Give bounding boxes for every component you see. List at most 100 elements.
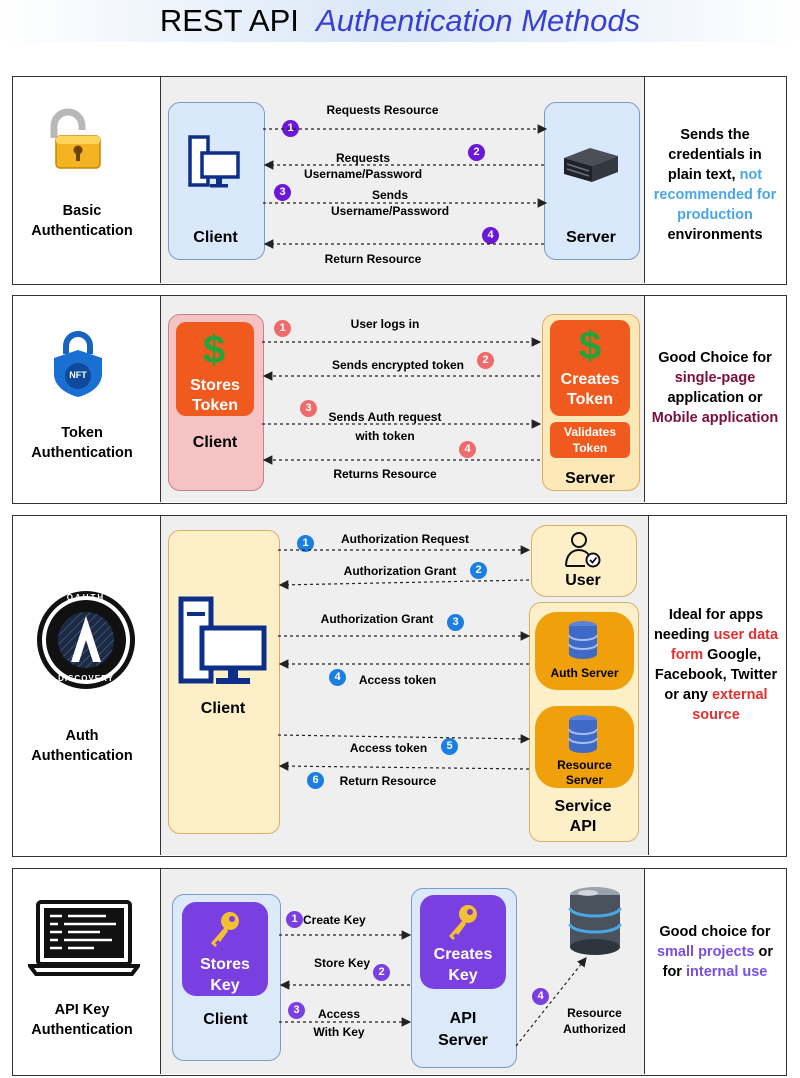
server-rack-icon [560, 144, 622, 184]
basic-server-label: Server [566, 229, 616, 246]
token-desc-highlight-1: single-page [674, 370, 756, 386]
token-desc-highlight-2: Mobile application [651, 410, 779, 426]
oauth-step-2-label: Authorization Grant [343, 564, 457, 578]
oauth-resource-server-label: Resource Server [557, 758, 612, 787]
apikey-step-1-badge: 1 [286, 911, 303, 928]
apikey-auth-label: API Key Authentication [31, 1002, 133, 1038]
token-step-1-label: User logs in [350, 317, 420, 331]
basic-step-4-badge: 4 [482, 227, 499, 244]
resource-database-icon [566, 886, 624, 958]
apikey-step-1-label: Create Key [303, 913, 366, 927]
apikey-step-2-label: Store Key [313, 956, 371, 970]
apikey-desc-text-a: Good choice for [659, 924, 771, 940]
basic-step-2-badge: 2 [468, 144, 485, 161]
dollar-icon-server: $ [578, 324, 602, 368]
basic-desc-highlight: not recommended for production [653, 167, 777, 223]
apikey-desc-highlight-2: internal use [685, 964, 768, 980]
title-part-2: Authentication Methods [316, 3, 641, 38]
padlock-icon [40, 106, 106, 172]
token-stores-token-label: Stores Token [190, 377, 240, 414]
oauth-step-6-badge: 6 [307, 772, 324, 789]
token-stores-token-box [176, 322, 254, 416]
apikey-resource-label: Resource Authorized [563, 1006, 626, 1036]
oauth-step-5-badge: 5 [441, 738, 458, 755]
oauth-auth-server-label: Auth Server [550, 666, 619, 680]
oauth-step-1-label: Authorization Request [341, 532, 469, 546]
oauth-arrow-6 [278, 761, 530, 771]
token-client-label: Client [192, 434, 238, 451]
token-step-4-label: Returns Resource [333, 467, 437, 481]
oauth-desc-text-a: Ideal for apps needing [653, 607, 764, 643]
token-desc-text-c: application or [667, 390, 763, 406]
token-step-2-badge: 2 [477, 352, 494, 369]
apikey-step-4-badge: 4 [532, 988, 549, 1005]
basic-step-1-label: Requests Resource [326, 103, 439, 117]
basic-auth-label: Basic Authentication [31, 203, 133, 239]
token-auth-label: Token Authentication [31, 425, 133, 461]
oauth-step-6-label: Return Resource [339, 774, 437, 788]
token-server-label: Server [565, 470, 615, 487]
basic-client-label: Client [193, 229, 238, 246]
key-icon-server [444, 903, 480, 943]
apikey-step-3-badge: 3 [288, 1002, 305, 1019]
token-auth-description: Good Choice for single-page application … [650, 348, 780, 428]
apikey-creates-key-label: Creates Key [433, 946, 493, 984]
oauth-step-2-badge: 2 [470, 562, 487, 579]
token-creates-token-label: Creates Token [560, 371, 620, 408]
basic-desc-text-a: Sends the credentials in plain text, [667, 127, 762, 183]
oauth-user-box [531, 525, 637, 597]
oauth-step-1-badge: 1 [297, 535, 314, 552]
apikey-step-2-badge: 2 [373, 964, 390, 981]
database-icon [565, 620, 601, 660]
oauth-step-4-label: Access token [358, 673, 437, 687]
oauth-desktop-computer-icon [178, 596, 268, 688]
token-step-3-badge: 3 [300, 400, 317, 417]
token-step-2-label: Sends encrypted token [331, 358, 465, 372]
oauth-auth-label: Auth Authentication [31, 728, 133, 764]
oauth-desc-text-c: Google, Facebook, Twitter or any [654, 647, 778, 703]
oauth-step-3-label: Authorization Grant [320, 612, 434, 626]
apikey-desc-highlight-1: small projects [656, 944, 755, 960]
oauth-desc-highlight-2: external source [692, 687, 768, 723]
oauth-badge-top-text: OAUTH [66, 593, 106, 602]
oauth-discovery-badge [36, 590, 136, 690]
key-icon [206, 910, 242, 950]
oauth-arrow-2 [278, 579, 530, 590]
apikey-client-label: Client [203, 1011, 248, 1028]
desktop-computer-icon [188, 135, 240, 191]
title-bar [0, 0, 800, 42]
apikey-arrow-4 [515, 957, 587, 1047]
oauth-step-3-badge: 3 [447, 614, 464, 631]
oauth-step-5-label: Access token [349, 741, 428, 755]
oauth-service-api-label: Service API [554, 798, 612, 835]
nft-label: NFT [69, 370, 87, 380]
basic-step-4-label: Return Resource [324, 252, 422, 266]
apikey-server-label: API Server [438, 1010, 488, 1049]
token-validates-token-box [550, 422, 630, 458]
oauth-description: Ideal for apps needing user data form Go… [652, 605, 780, 725]
apikey-description: Good choice for small projects or for in… [650, 922, 780, 982]
oauth-client-label: Client [200, 700, 246, 717]
token-step-4-badge: 4 [459, 441, 476, 458]
apikey-desc-text-c: or for [662, 944, 774, 980]
oauth-step-4-badge: 4 [329, 669, 346, 686]
title-part-1: REST API [159, 3, 299, 38]
basic-step-3-badge: 3 [274, 184, 291, 201]
nft-shield-icon [48, 330, 108, 398]
laptop-code-icon [26, 898, 142, 978]
basic-step-3-label: Sends Username/Password [330, 188, 450, 218]
oauth-user-label: User [565, 572, 601, 589]
token-step-3-label: Sends Auth request with token [328, 410, 442, 443]
oauth-badge-bottom-text: DISCOVERY [58, 674, 114, 683]
dollar-icon: $ [202, 328, 226, 372]
oauth-desc-highlight-1: user data form [670, 627, 779, 663]
basic-auth-description: Sends the credentials in plain text, not… [650, 125, 780, 245]
oauth-arrow-5 [277, 734, 531, 744]
apikey-step-3-label: Access With Key [313, 1007, 365, 1039]
basic-desc-text-c: environments [667, 227, 763, 243]
page-title: REST API Authentication Methods [0, 2, 800, 40]
token-desc-text-a: Good Choice for [658, 350, 772, 366]
apikey-stores-key-label: Stores Key [200, 956, 250, 994]
user-check-icon [563, 530, 603, 570]
